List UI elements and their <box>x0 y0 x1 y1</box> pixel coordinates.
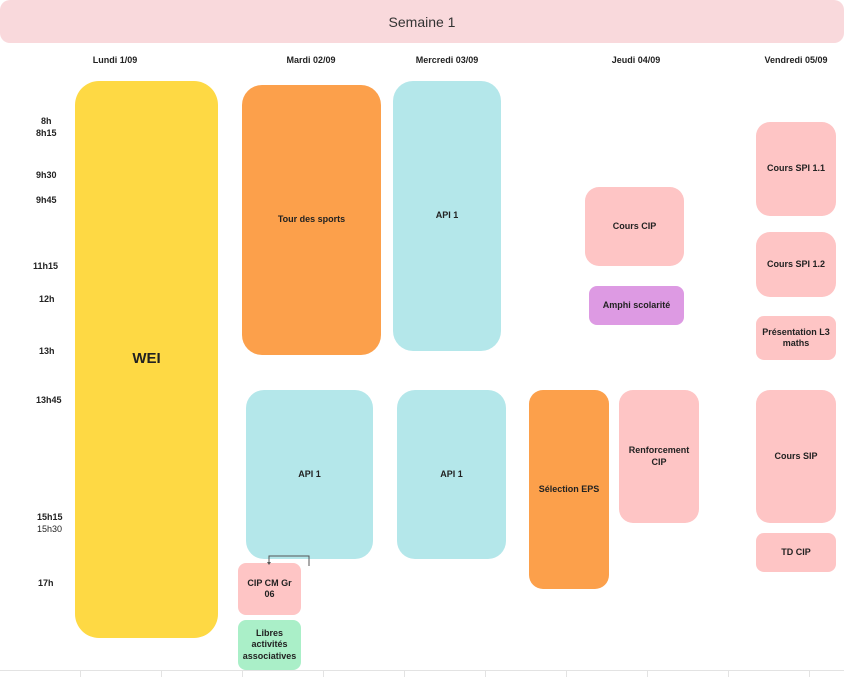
event-td-cip[interactable]: TD CIP <box>756 533 836 572</box>
day-header-lundi: Lundi 1/09 <box>92 55 138 65</box>
event-api1-mercredi-apres-midi[interactable]: API 1 <box>397 390 506 559</box>
connector-arrow-icon <box>267 555 310 566</box>
event-cours-cip[interactable]: Cours CIP <box>585 187 684 266</box>
day-header-vendredi: Vendredi 05/09 <box>764 55 828 65</box>
time-label: 15h15 <box>37 512 63 522</box>
event-selection-eps[interactable]: Sélection EPS <box>529 390 609 589</box>
time-label: 8h <box>41 116 52 126</box>
time-label: 13h <box>39 346 55 356</box>
event-presentation-l3-maths[interactable]: Présentation L3 maths <box>756 316 836 360</box>
event-libres-activites[interactable]: Libres activités associatives <box>238 620 301 670</box>
day-header-jeudi: Jeudi 04/09 <box>611 55 661 65</box>
time-label: 17h <box>38 578 54 588</box>
time-label: 15h30 <box>37 524 63 534</box>
event-cours-spi-1-1[interactable]: Cours SPI 1.1 <box>756 122 836 216</box>
event-renforcement-cip[interactable]: Renforcement CIP <box>619 390 699 523</box>
time-label: 9h30 <box>36 170 57 180</box>
time-label: 13h45 <box>36 395 62 405</box>
time-label: 8h15 <box>36 128 57 138</box>
event-tour-des-sports[interactable]: Tour des sports <box>242 85 381 355</box>
event-wei[interactable]: WEI <box>75 81 218 638</box>
event-cours-sip[interactable]: Cours SIP <box>756 390 836 523</box>
event-api1-mardi[interactable]: API 1 <box>246 390 373 559</box>
event-amphi-scolarite[interactable]: Amphi scolarité <box>589 286 684 325</box>
time-label: 9h45 <box>36 195 57 205</box>
canvas-grid-strip <box>0 670 844 677</box>
time-label: 11h15 <box>33 261 59 271</box>
week-header: Semaine 1 <box>0 0 844 43</box>
day-header-mardi: Mardi 02/09 <box>286 55 336 65</box>
event-cip-cm[interactable]: CIP CM Gr 06 <box>238 563 301 615</box>
day-header-mercredi: Mercredi 03/09 <box>415 55 479 65</box>
event-api1-mercredi-matin[interactable]: API 1 <box>393 81 501 351</box>
time-label: 12h <box>39 294 55 304</box>
event-cours-spi-1-2[interactable]: Cours SPI 1.2 <box>756 232 836 297</box>
